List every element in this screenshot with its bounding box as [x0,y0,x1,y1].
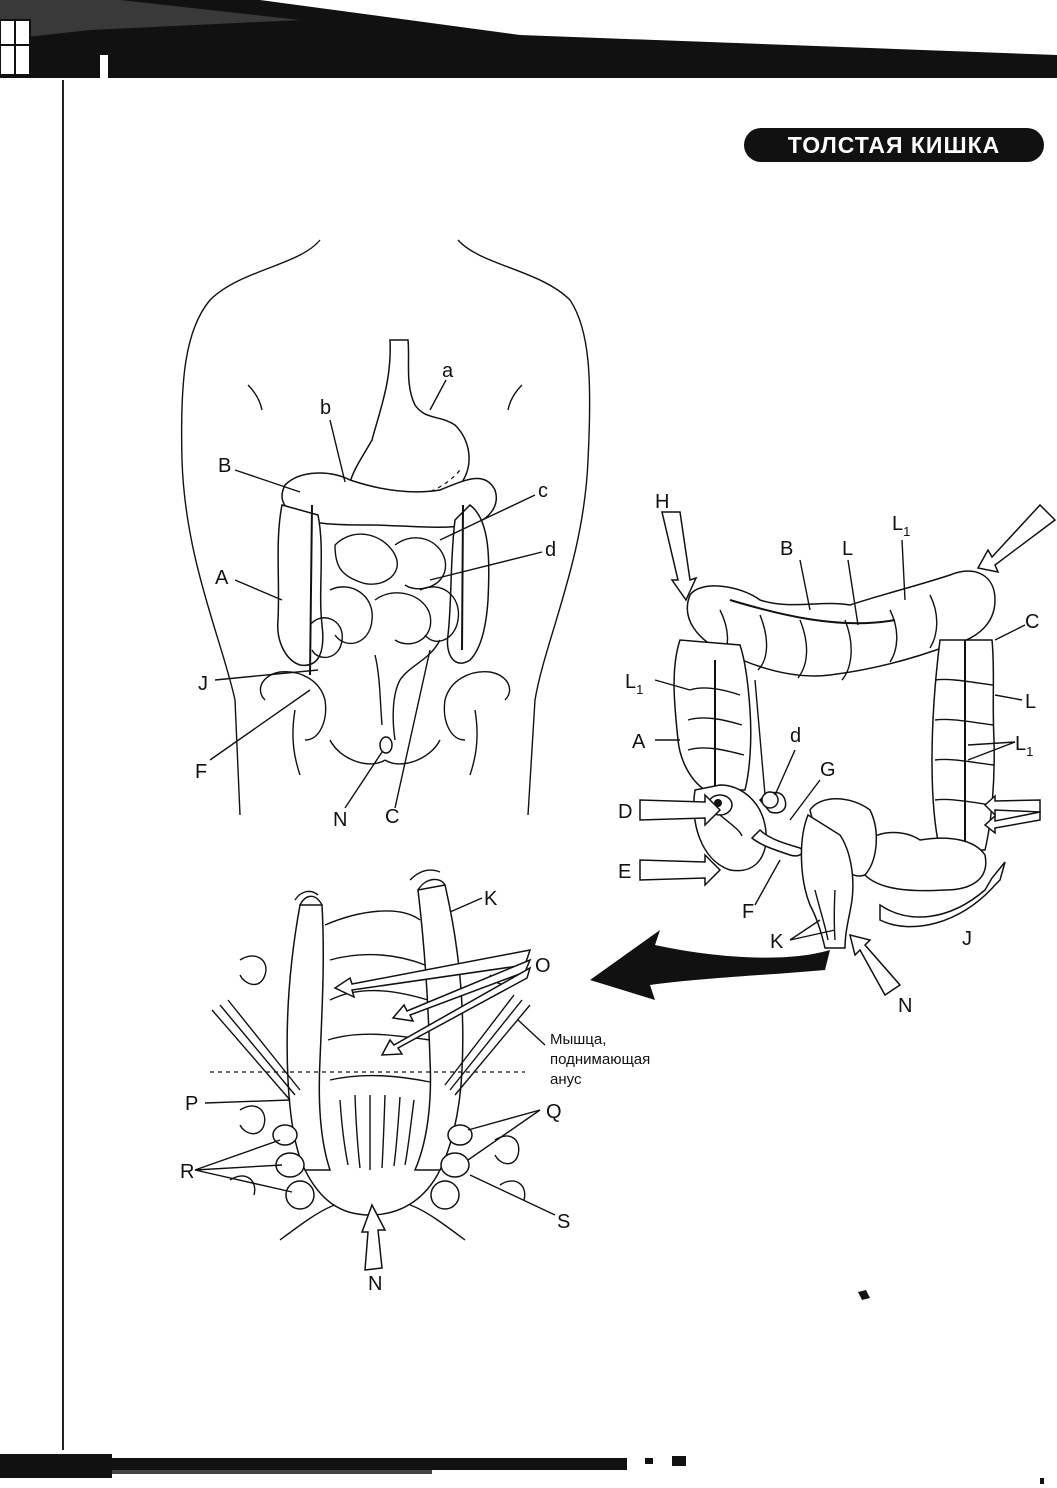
fig2-label-L1-right: L1 [1015,733,1033,759]
bottom-scan-band [0,1450,1057,1488]
page-title: ТОЛСТАЯ КИШКА [744,128,1044,162]
fig1-label-c: c [538,480,548,502]
page-margin-line [62,80,64,1450]
fig2-label-E: E [618,861,631,883]
fig2-label-H: H [655,491,669,513]
fig2-label-J: J [962,928,972,950]
fig3-label-K: K [484,888,498,910]
large-intestine-diagrams: a b B c d A J F N C [180,239,1057,1300]
fig2-label-G: G [820,759,836,781]
ascending-colon-shape [277,504,324,666]
fig1-label-A: A [215,567,229,589]
fig1-label-B: B [218,455,231,477]
top-scan-band [0,0,1057,80]
fig2-label-L-right: L [1025,691,1036,713]
fig2-label-B: B [780,538,793,560]
torso-figure [180,239,591,816]
colon-figure [590,503,1057,1000]
levator-ani-label-line1: Мышца, [550,1031,606,1048]
descending-colon-shape [446,504,490,664]
levator-ani-label-line3: анус [550,1071,582,1088]
fig1-label-F: F [195,761,207,783]
fig3-label-N: N [368,1273,382,1295]
fig3-label-S: S [557,1211,570,1233]
fig2-label-L1-top: L1 [892,513,910,539]
fig2-label-L1-left: L1 [625,671,643,697]
fig1-label-b: b [320,397,331,419]
fig1-label-a: a [442,360,454,382]
fig1-label-J: J [198,673,208,695]
fig3-label-Q: Q [546,1101,562,1123]
fig1-label-C: C [385,806,399,828]
fig2-label-F: F [742,901,754,923]
fig2-label-N: N [898,995,912,1017]
fig2-label-L: L [842,538,853,560]
fig2-label-K: K [770,931,784,953]
fig2-label-A: A [632,731,646,753]
fig1-label-N: N [333,809,347,831]
levator-ani-label-line2: поднимающая [550,1051,650,1068]
fig2-label-C: C [1025,611,1039,633]
fig3-label-P: P [185,1093,198,1115]
fig3-label-O: O [535,955,551,977]
fig3-label-R: R [180,1161,194,1183]
fig1-label-d: d [545,539,556,561]
fig2-label-D: D [618,801,632,823]
anal-canal-figure [194,869,556,1271]
fig2-label-d: d [790,725,801,747]
